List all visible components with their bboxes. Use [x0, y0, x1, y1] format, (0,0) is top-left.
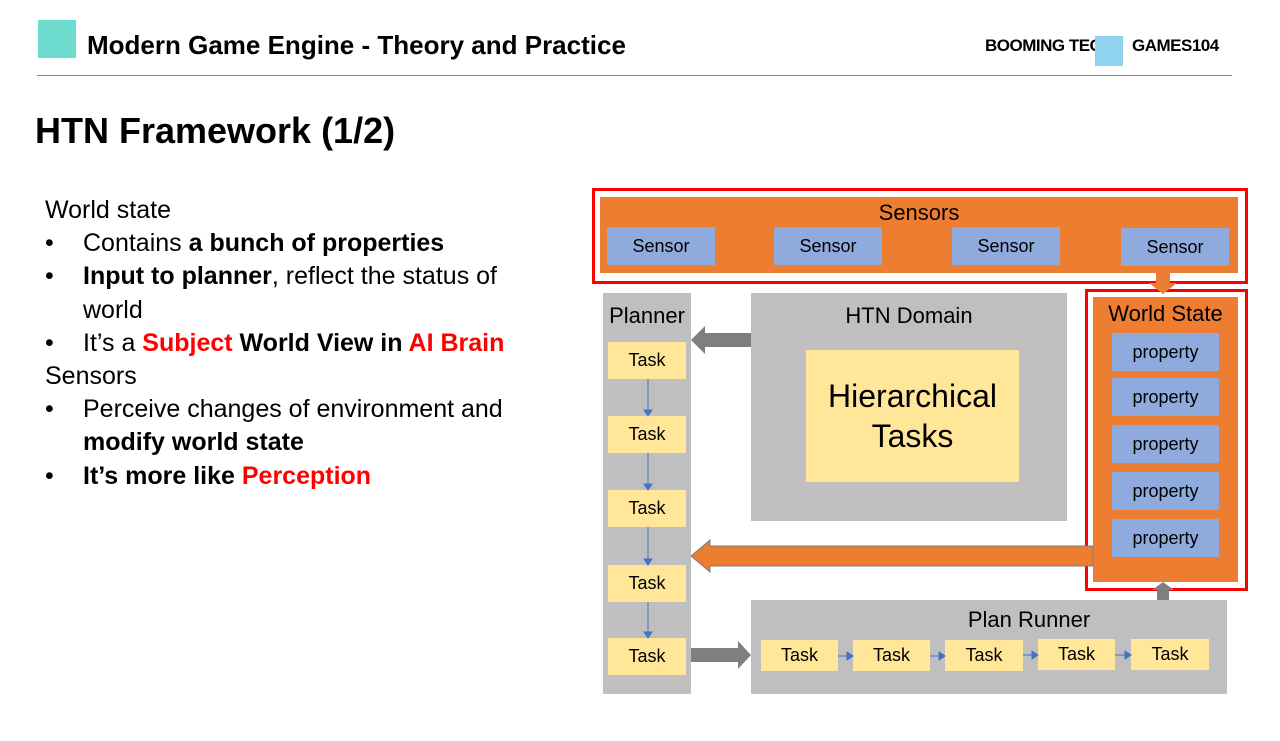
- property: property: [1112, 519, 1219, 557]
- games104-logo: GAMES104: [1132, 36, 1219, 55]
- planner-to-runner-arrow: [691, 641, 751, 669]
- games104-logo-icon: [1095, 36, 1123, 66]
- domain-to-planner-arrow: [691, 326, 751, 354]
- planner-task: Task: [608, 342, 686, 379]
- property: property: [1112, 472, 1219, 510]
- bullet: It’s a Subject World View in AI Brain: [45, 327, 563, 360]
- section-world-state: World state: [45, 196, 171, 224]
- plan-runner-title: Plan Runner: [967, 607, 1091, 632]
- runner-task: Task: [1038, 639, 1115, 670]
- booming-tech-logo: BOOMING TECH: [985, 36, 1114, 55]
- planner-task: Task: [608, 416, 686, 453]
- header-title: Modern Game Engine - Theory and Practice: [87, 30, 626, 60]
- sensor: Sensor: [1121, 228, 1229, 266]
- planner-title: Planner: [609, 303, 685, 328]
- property: property: [1112, 333, 1219, 371]
- planner-task: Task: [608, 490, 686, 527]
- section-sensors: Sensors: [45, 362, 137, 391]
- runner-task: Task: [1131, 639, 1209, 670]
- bullet: Contains a bunch of properties: [45, 227, 563, 260]
- sensor: Sensor: [952, 227, 1060, 265]
- runner-task: Task: [761, 640, 838, 671]
- sensors-highlight: [592, 188, 1248, 284]
- sensors-title: Sensors: [878, 200, 960, 225]
- property: property: [1112, 425, 1219, 463]
- planner-task: Task: [608, 565, 686, 602]
- bullet: Perceive changes of environment and modi…: [45, 393, 563, 459]
- runner-task: Task: [945, 640, 1023, 671]
- sensor: Sensor: [607, 227, 715, 265]
- world-state-title: World State: [1108, 301, 1223, 326]
- htn-domain-title: HTN Domain: [845, 303, 973, 328]
- sensors-to-world-arrow: [1149, 273, 1177, 294]
- runner-to-world-arrow: [1152, 582, 1174, 600]
- sensor: Sensor: [774, 227, 882, 265]
- task-sequence-arrows: [643, 379, 1132, 661]
- planner-task: Task: [608, 638, 686, 675]
- header-divider: [37, 75, 1232, 76]
- bullet-list: World state Contains a bunch of properti…: [45, 194, 563, 493]
- property: property: [1112, 378, 1219, 416]
- world-to-planner-arrow: [690, 538, 1094, 574]
- bullet: Input to planner, reflect the status of …: [45, 260, 543, 326]
- slide-heading: HTN Framework (1/2): [35, 110, 396, 151]
- bullet: It’s more like Perception: [45, 460, 563, 493]
- hierarchical-tasks: Hierarchical Tasks: [806, 350, 1019, 482]
- course-logo-icon: [38, 20, 76, 58]
- runner-task: Task: [853, 640, 930, 671]
